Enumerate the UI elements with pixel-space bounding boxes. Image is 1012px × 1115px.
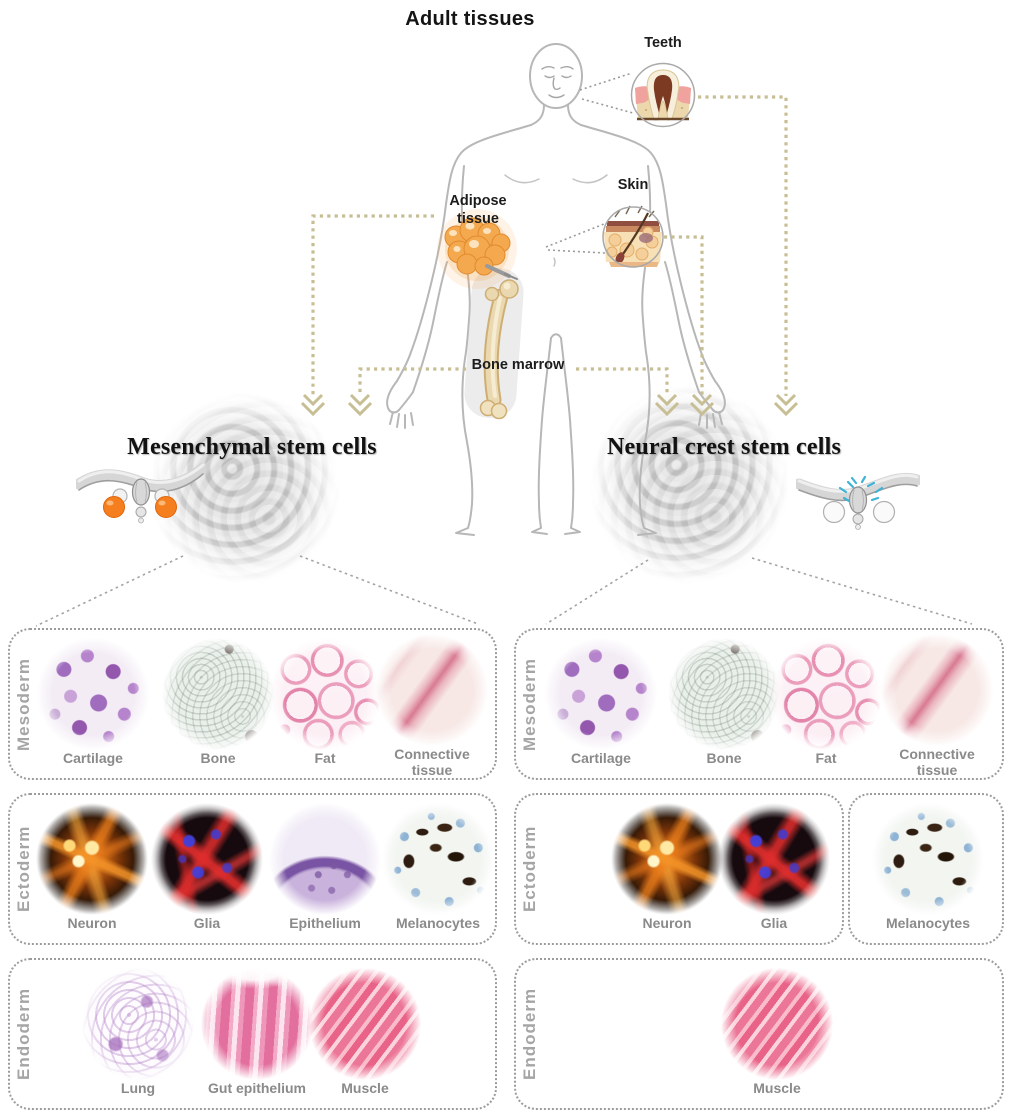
tissue-item: Melanocytes bbox=[382, 803, 494, 931]
face-features bbox=[541, 66, 574, 99]
tissue-label: Connective tissue bbox=[394, 746, 470, 779]
muscle-image bbox=[721, 968, 833, 1080]
human-body-outline bbox=[386, 43, 726, 536]
lung-image bbox=[82, 968, 194, 1080]
tissue-item: Bone bbox=[668, 638, 780, 766]
skin-illustration bbox=[602, 205, 664, 268]
tissue-label: Neuron bbox=[642, 915, 692, 931]
tissue-item: Bone bbox=[162, 638, 274, 766]
tissue-item: Neuron bbox=[611, 803, 723, 931]
tissue-item: Neuron bbox=[36, 803, 148, 931]
tissue-item: Glia bbox=[151, 803, 263, 931]
tissue-item: Lung bbox=[82, 968, 194, 1096]
tissue-item: Fat bbox=[770, 638, 882, 766]
cartilage-image bbox=[37, 638, 149, 750]
tissue-label: Fat bbox=[815, 750, 837, 766]
msc-transwell-icon bbox=[76, 462, 206, 524]
ectoderm-layer-label: Ectoderm bbox=[520, 825, 539, 913]
tissue-label: Bone bbox=[706, 750, 742, 766]
glia-image bbox=[718, 803, 830, 915]
endoderm-layer-label: Endoderm bbox=[520, 987, 539, 1081]
cartilage-image bbox=[545, 638, 657, 750]
tissue-label: Cartilage bbox=[571, 750, 631, 766]
callout-dotted-lines bbox=[545, 72, 634, 254]
femur-bone-illustration bbox=[464, 267, 524, 420]
neuron-image bbox=[36, 803, 148, 915]
arrowheads bbox=[300, 393, 799, 417]
tissue-item: Gut epithelium bbox=[201, 968, 313, 1096]
tissue-item: Cartilage bbox=[545, 638, 657, 766]
adipose-tissue-label: Adipose tissue bbox=[449, 193, 507, 228]
tissue-label: Connective tissue bbox=[899, 746, 975, 779]
teeth-illustration bbox=[630, 62, 696, 128]
tissue-label: Lung bbox=[120, 1080, 156, 1096]
tissue-item: Connective tissue bbox=[881, 634, 993, 778]
tissue-item: Muscle bbox=[309, 968, 421, 1096]
ncsc-mesoderm-panel: Mesoderm Cartilage Bone Fat Connective t… bbox=[514, 628, 1004, 780]
tissue-label: Gut epithelium bbox=[208, 1080, 306, 1096]
blue-signal-dashes bbox=[838, 475, 884, 503]
ncsc-transwell-icon bbox=[796, 472, 920, 530]
ectoderm-layer-label: Ectoderm bbox=[14, 825, 33, 913]
ncsc-ectoderm-panel: Ectoderm Neuron Glia bbox=[514, 793, 844, 945]
fat-image bbox=[770, 638, 882, 750]
melanocytes-image bbox=[872, 803, 984, 915]
neural-crest-stem-cells-title: Neural crest stem cells bbox=[606, 434, 842, 460]
endoderm-layer-label: Endoderm bbox=[14, 987, 33, 1081]
tissue-item: Cartilage bbox=[37, 638, 149, 766]
tissue-label: Neuron bbox=[67, 915, 117, 931]
connective-tissue-image bbox=[376, 634, 488, 746]
glia-image bbox=[151, 803, 263, 915]
bone-image bbox=[668, 638, 780, 750]
bone-image bbox=[162, 638, 274, 750]
msc-endoderm-panel: Endoderm Lung Gut epithelium Muscle bbox=[8, 958, 497, 1110]
tissue-label: Glia bbox=[193, 915, 221, 931]
tissue-item: Muscle bbox=[721, 968, 833, 1096]
tissue-item: Connective tissue bbox=[376, 634, 488, 778]
tissue-label: Melanocytes bbox=[885, 915, 971, 931]
stemcell-to-panel-lines bbox=[35, 555, 973, 627]
tissue-item: Glia bbox=[718, 803, 830, 931]
tissue-to-stemcell-arrows bbox=[311, 95, 788, 396]
ncsc-melanocytes-panel: Melanocytes bbox=[848, 793, 1004, 945]
connective-tissue-image bbox=[881, 634, 993, 746]
adipose-tissue-illustration bbox=[437, 209, 518, 289]
epithelium-image bbox=[269, 803, 381, 915]
tissue-item: Melanocytes bbox=[872, 803, 984, 931]
tissue-item: Epithelium bbox=[269, 803, 381, 931]
muscle-image bbox=[309, 968, 421, 1080]
melanocytes-image bbox=[382, 803, 494, 915]
tissue-label: Glia bbox=[760, 915, 788, 931]
tissue-label: Cartilage bbox=[63, 750, 123, 766]
mesenchymal-stem-cells-title: Mesenchymal stem cells bbox=[127, 434, 377, 460]
figure-title: Adult tissues bbox=[405, 8, 535, 30]
neuron-image bbox=[611, 803, 723, 915]
mesoderm-layer-label: Mesoderm bbox=[14, 657, 33, 751]
tissue-label: Muscle bbox=[341, 1080, 389, 1096]
skin-label: Skin bbox=[617, 177, 649, 193]
neural-crest-stem-cell-image bbox=[582, 385, 797, 585]
teeth-label: Teeth bbox=[644, 35, 682, 51]
tissue-label: Bone bbox=[200, 750, 236, 766]
tissue-item: Fat bbox=[269, 638, 381, 766]
tissue-label: Muscle bbox=[753, 1080, 801, 1096]
bone-marrow-label: Bone marrow bbox=[471, 357, 565, 373]
tissue-label: Epithelium bbox=[289, 915, 361, 931]
mesoderm-layer-label: Mesoderm bbox=[520, 657, 539, 751]
msc-mesoderm-panel: Mesoderm Cartilage Bone Fat Connective t… bbox=[8, 628, 497, 780]
ncsc-endoderm-panel: Endoderm Muscle bbox=[514, 958, 1004, 1110]
fat-image bbox=[269, 638, 381, 750]
gut-epithelium-image bbox=[201, 968, 313, 1080]
tissue-label: Fat bbox=[314, 750, 336, 766]
tissue-label: Melanocytes bbox=[395, 915, 481, 931]
msc-ectoderm-panel: Ectoderm Neuron Glia Epithelium Melanocy… bbox=[8, 793, 497, 945]
